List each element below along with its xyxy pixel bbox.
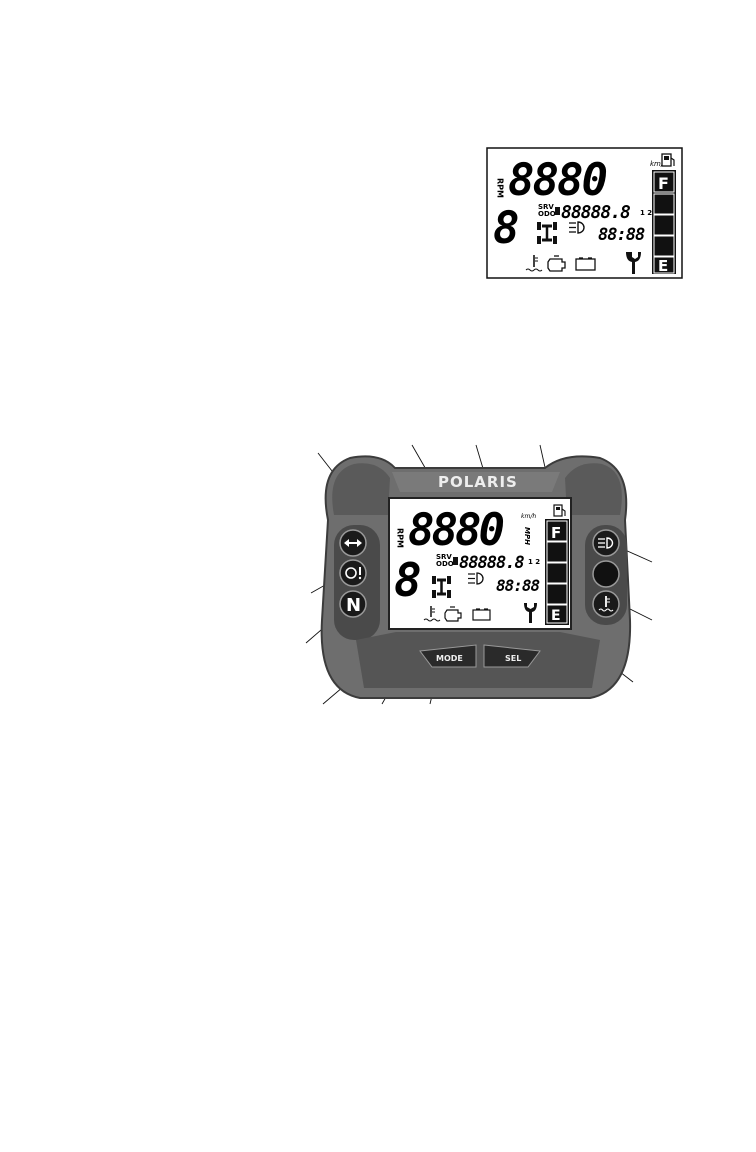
battery-icon — [472, 608, 491, 621]
brand-logo: POLARIS — [438, 473, 518, 491]
main-odo-digits: 88888.8 — [459, 553, 524, 573]
mode-button-label: MODE — [436, 654, 463, 663]
small-lcd-display: RPM 8880 km/h MPH F E 8 SRV ODO 88888.8 … — [486, 147, 683, 279]
small-unit-kmh: km/h — [650, 160, 668, 168]
battery-icon — [575, 257, 596, 271]
small-fuel-empty: E — [658, 257, 668, 275]
turn-signal-icon — [344, 539, 362, 547]
blank-indicator — [592, 560, 620, 588]
check-engine-icon — [547, 255, 566, 272]
main-fuel-gauge: F E — [545, 519, 569, 625]
small-fuel-full: F — [658, 174, 669, 193]
headlight-icon — [598, 537, 614, 549]
coolant-temperature-icon — [525, 255, 543, 272]
warning-icon — [345, 567, 362, 580]
small-srv-label: SRV — [538, 203, 554, 211]
main-instrument-cluster: POLARIS RPM 8880 km/h MPH F E 8 SRV OD — [320, 455, 632, 699]
awd-drivetrain-icon — [432, 576, 451, 598]
small-speed-digits: 8880 — [508, 155, 606, 206]
fuel-pump-icon — [661, 153, 675, 167]
small-trip-numbers: 1 2 — [640, 209, 652, 217]
neutral-indicator-label: N — [346, 595, 361, 616]
main-lcd-screen — [388, 497, 572, 630]
main-odo-label: ODO — [436, 560, 454, 568]
main-speed-digits: 8880 — [408, 505, 503, 556]
main-rpm-label: RPM — [396, 528, 405, 548]
coolant-temperature-icon — [423, 606, 441, 622]
small-fuel-gauge: F E — [652, 170, 676, 275]
small-rpm-label: RPM — [496, 178, 505, 198]
wrench-icon — [524, 603, 537, 623]
headlight-icon — [468, 572, 484, 585]
main-gear-digits: 8 — [394, 553, 422, 607]
check-engine-icon — [444, 606, 462, 622]
fuel-pump-icon — [553, 504, 566, 517]
turn-signal-indicator — [339, 529, 367, 557]
warning-indicator — [339, 559, 367, 587]
neutral-indicator: N — [339, 590, 367, 618]
small-clock-digits: 88:88 — [598, 225, 645, 245]
sel-button[interactable] — [483, 644, 541, 668]
coolant-temperature-icon — [598, 596, 614, 612]
small-gear-digits: 8 — [493, 203, 520, 254]
small-odo-label: ODO — [538, 210, 556, 218]
main-unit-mph: MPH — [523, 527, 531, 545]
small-odo-digits: 88888.8 — [561, 202, 630, 223]
main-clock-digits: 88:88 — [496, 576, 540, 595]
sel-button-label: SEL — [505, 654, 521, 663]
main-srv-label: SRV — [436, 553, 452, 561]
headlight-icon — [569, 221, 585, 234]
main-trip-numbers: 1 2 — [528, 558, 540, 566]
main-fuel-full: F — [551, 524, 561, 542]
wrench-icon — [626, 252, 641, 274]
hot-engine-indicator — [592, 590, 620, 618]
awd-drivetrain-icon — [537, 222, 557, 244]
main-fuel-empty: E — [551, 608, 561, 624]
high-beam-indicator — [592, 529, 620, 557]
mode-button[interactable] — [419, 644, 477, 668]
main-unit-kmh: km/h — [521, 513, 536, 520]
